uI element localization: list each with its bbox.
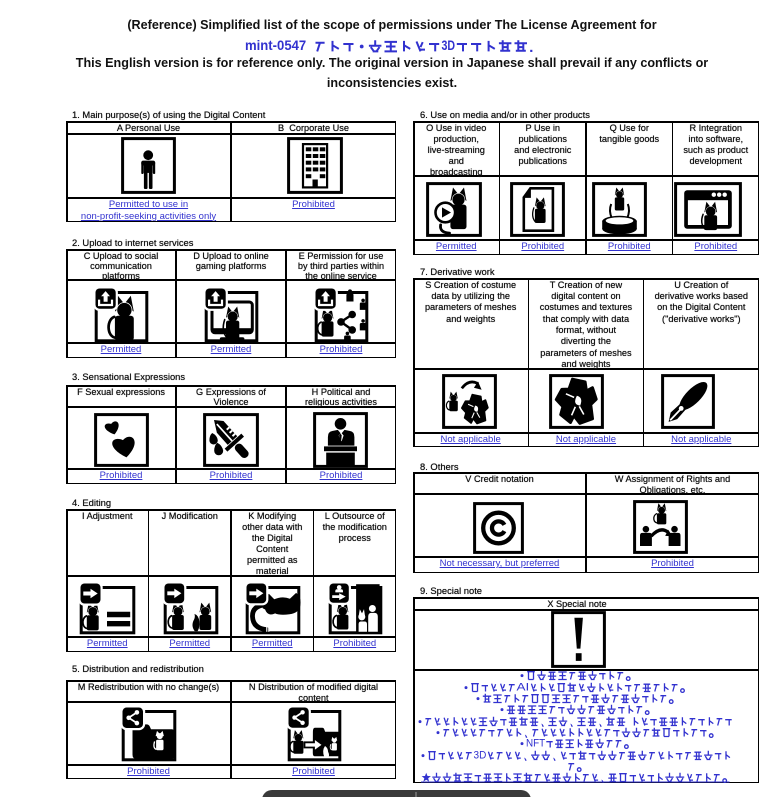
svg-text:mint-0547: mint-0547 <box>245 38 306 53</box>
svg-text:NFT: NFT <box>526 738 546 750</box>
svg-text:AI: AI <box>517 681 530 693</box>
svg-text:3D: 3D <box>473 749 486 761</box>
svg-text:3D: 3D <box>441 38 455 53</box>
